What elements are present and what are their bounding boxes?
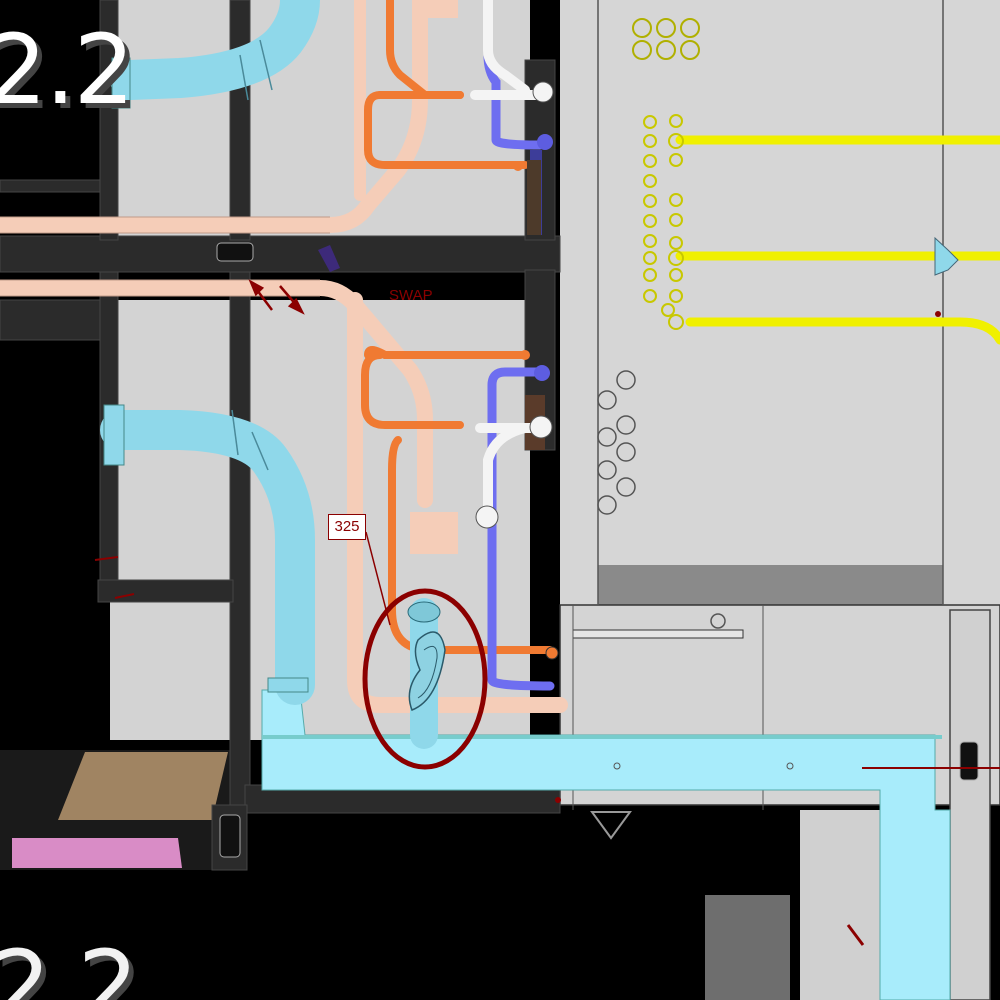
swap-arrows-icon[interactable]: [248, 279, 305, 315]
blue-pipe-cap: [537, 134, 553, 150]
slot-opening: [219, 814, 241, 858]
red-dot: [555, 797, 561, 803]
orange-pipe-cap: [520, 350, 530, 360]
red-dot: [935, 311, 941, 317]
steel-frame[interactable]: [0, 0, 561, 871]
timber-panel: [58, 752, 228, 820]
lower-right-grey-panel: [705, 895, 790, 1000]
small-markers: [613, 762, 794, 770]
grid-label-upper: 2.2: [0, 14, 135, 126]
duct-flange: [103, 404, 125, 466]
pipe-outline: [0, 216, 330, 297]
cabinet-panel-divider: [572, 629, 744, 639]
slab-top-strip: [262, 735, 942, 739]
equipment-cabinet[interactable]: [560, 0, 1000, 610]
cyan-fitting-right: [934, 236, 959, 276]
cabinet-column: [949, 609, 991, 1000]
clash-tag[interactable]: 325: [328, 514, 366, 540]
grid-label-lower: 2.2: [0, 930, 139, 1000]
pink-insulation: [12, 838, 182, 868]
yellow-top-rings: [632, 18, 700, 60]
grey-rings: [597, 370, 726, 629]
white-pipe-cap: [532, 81, 554, 103]
red-marker-line: [94, 556, 119, 561]
duct-flange: [267, 677, 309, 693]
wall-panel-upper: [110, 0, 530, 240]
peach-fitting: [413, 0, 458, 18]
swap-note[interactable]: SWAP: [389, 287, 433, 304]
orange-pipe-cap: [513, 161, 523, 171]
red-marker-line: [846, 924, 865, 946]
slot-opening: [216, 242, 254, 262]
slot-opening: [959, 741, 979, 781]
white-pipe-cap: [475, 505, 499, 529]
lower-right-column: [800, 810, 880, 1000]
orange-pipe-cap: [545, 646, 559, 660]
white-pipe-cap: [529, 415, 553, 439]
clash-element[interactable]: [407, 601, 446, 711]
gray-chevron: [590, 811, 632, 840]
wall-panel-upper-left: [0, 0, 100, 185]
red-marker-line: [114, 593, 135, 599]
duct-joint: [231, 39, 273, 471]
violet-stub: [318, 245, 340, 272]
peach-fitting: [410, 512, 458, 554]
duct-flange: [111, 57, 131, 109]
blue-riser: [527, 160, 541, 235]
white-pipe-run[interactable]: [470, 0, 545, 520]
clash-circle-icon[interactable]: [362, 588, 488, 770]
peach-pipe-run[interactable]: [0, 0, 568, 713]
blue-pipe-cap: [534, 365, 550, 381]
cabinet-shadow: [598, 565, 943, 605]
yellow-pipe-ends: [643, 114, 684, 330]
